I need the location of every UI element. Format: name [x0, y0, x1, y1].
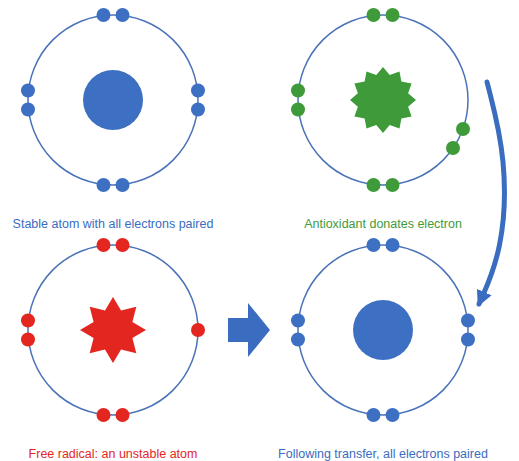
caption: Antioxidant donates electron — [283, 216, 483, 232]
atom-drawing — [283, 230, 483, 430]
electron-shell — [298, 15, 468, 185]
electron — [191, 103, 205, 117]
electron-shell — [28, 15, 198, 185]
electron — [116, 8, 130, 22]
atom-drawing — [13, 230, 213, 430]
electron — [21, 314, 35, 328]
electron — [191, 323, 205, 337]
atom-diagram: Free radical: an unstable atom — [13, 230, 213, 461]
electron — [461, 333, 475, 347]
electron-shell — [298, 245, 468, 415]
nucleus — [353, 300, 413, 360]
electron — [116, 408, 130, 422]
electron — [97, 178, 111, 192]
electron-shell — [28, 245, 198, 415]
caption: Stable atom with all electrons paired — [8, 216, 219, 232]
electron — [367, 408, 381, 422]
electron — [97, 408, 111, 422]
electron — [386, 408, 400, 422]
electron — [386, 178, 400, 192]
electron — [446, 141, 460, 155]
electron — [367, 238, 381, 252]
electron — [367, 8, 381, 22]
electron — [291, 84, 305, 98]
atom-diagram: Following transfer, all electrons paired — [273, 230, 493, 461]
electron — [367, 178, 381, 192]
electron — [291, 103, 305, 117]
caption: Following transfer, all electrons paired — [273, 446, 493, 461]
electron — [386, 8, 400, 22]
atom-diagram: Antioxidant donates electron — [283, 0, 483, 232]
electron — [116, 178, 130, 192]
atom-drawing — [13, 0, 213, 200]
electron — [386, 238, 400, 252]
atom-drawing — [283, 0, 483, 200]
electron — [21, 103, 35, 117]
electron — [461, 314, 475, 328]
electron — [97, 238, 111, 252]
electron — [291, 314, 305, 328]
caption: Free radical: an unstable atom — [13, 446, 213, 461]
nucleus — [350, 67, 416, 133]
transfer-arrow — [479, 82, 504, 304]
nucleus — [83, 70, 143, 130]
atom-diagram: Stable atom with all electrons paired — [8, 0, 219, 232]
electron — [97, 8, 111, 22]
electron — [21, 333, 35, 347]
electron — [116, 238, 130, 252]
electron — [21, 84, 35, 98]
electron — [291, 333, 305, 347]
nucleus — [80, 297, 146, 363]
transfer-arrow — [228, 303, 270, 357]
electron — [191, 84, 205, 98]
electron — [456, 122, 470, 136]
